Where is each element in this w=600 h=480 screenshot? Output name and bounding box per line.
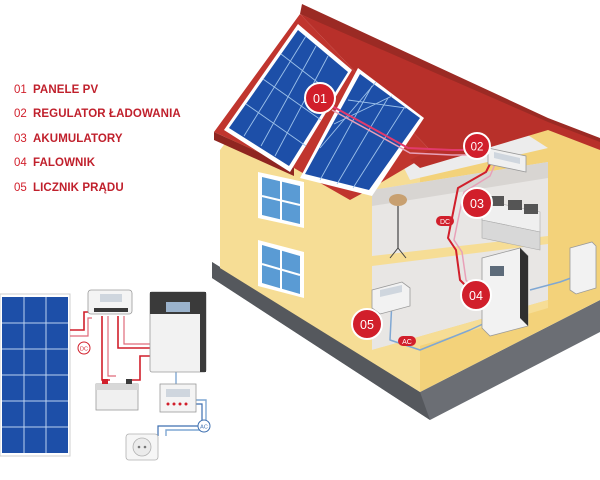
marker-01: 01	[304, 82, 336, 114]
marker-03: 03	[461, 187, 493, 219]
schematic-power-meter	[159, 383, 197, 413]
battery-bank	[481, 196, 541, 251]
marker-label: 01	[313, 92, 327, 106]
floor-lamp	[389, 194, 407, 259]
marker-02: 02	[463, 132, 491, 160]
marker-label: 02	[471, 142, 484, 154]
legend-item-inverter: 04 FALOWNIK	[14, 155, 181, 179]
legend-number: 02	[14, 108, 27, 121]
inverter-device	[481, 247, 529, 337]
legend-label: REGULATOR ŁADOWANIA	[33, 108, 181, 121]
schematic-charge-controller	[87, 289, 133, 315]
badge-label: DC	[440, 219, 450, 226]
roof-right	[300, 14, 600, 168]
legend-number: 01	[14, 84, 27, 96]
ground-slab	[212, 262, 600, 420]
legend-label: LICZNIK PRĄDU	[33, 181, 124, 194]
marker-label: 04	[469, 289, 483, 303]
legend-number: 05	[14, 181, 27, 194]
schematic-battery	[95, 379, 139, 411]
legend-item-pv-panels: 01 PANELE PV	[14, 82, 181, 106]
window-lower	[258, 240, 304, 298]
badge-label: AC	[200, 425, 208, 431]
interior-floor-slab	[372, 236, 548, 266]
marker-05: 05	[351, 308, 383, 340]
charge-controller-device	[487, 147, 527, 173]
ac-badge-house: AC	[398, 336, 416, 346]
schematic-socket	[125, 433, 159, 461]
ground-slab-front	[212, 262, 430, 420]
marker-label: 05	[360, 318, 374, 332]
roof-eave	[214, 132, 294, 176]
legend-item-charge-controller: 02 REGULATOR ŁADOWANIA	[14, 106, 181, 130]
legend-label: AKUMULATORY	[33, 132, 123, 145]
badge-label: DC	[80, 347, 88, 353]
schematic-inverter	[149, 291, 207, 373]
legend-label: FALOWNIK	[33, 157, 96, 170]
house-illustration: 01 02 03 04 05 DC AC	[212, 4, 600, 420]
legend-number: 04	[14, 157, 27, 170]
outdoor-meter-box	[569, 241, 597, 295]
legend-item-power-meter: 05 LICZNIK PRĄDU	[14, 180, 181, 204]
dc-badge-house: DC	[436, 216, 454, 226]
legend-label: PANELE PV	[33, 84, 99, 96]
schematic-wiring	[70, 311, 207, 436]
window-upper	[258, 172, 304, 228]
marker-label: 03	[470, 197, 484, 211]
dc-badge-schematic: DC	[77, 341, 91, 355]
wiring-schematic: DC AC	[0, 289, 211, 461]
interior-ceiling	[372, 162, 548, 206]
schematic-pv-panel	[0, 293, 71, 457]
marker-04: 04	[460, 279, 492, 311]
legend-item-batteries: 03 AKUMULATORY	[14, 131, 181, 155]
legend-number: 03	[14, 132, 27, 145]
component-legend: 01 PANELE PV 02 REGULATOR ŁADOWANIA 03 A…	[14, 82, 181, 204]
roof-pv-panels	[224, 24, 424, 196]
power-meter-device	[371, 281, 411, 315]
ac-badge-schematic: AC	[197, 419, 211, 433]
badge-label: AC	[402, 339, 412, 346]
